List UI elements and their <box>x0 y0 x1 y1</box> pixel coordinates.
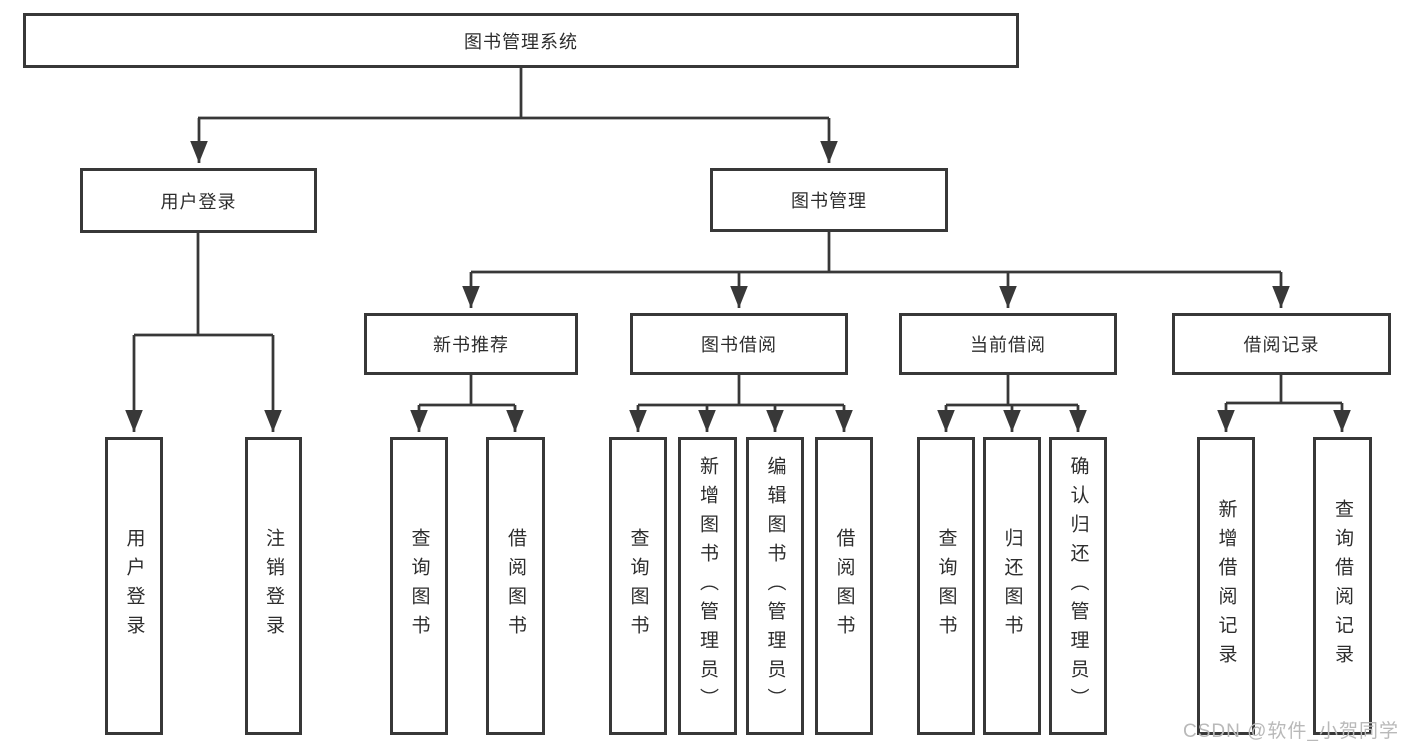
node-new-book-recommend: 新书推荐 <box>364 313 578 375</box>
leaf-add-book-admin: 新增图书（管理员） <box>678 437 737 735</box>
node-book-management: 图书管理 <box>710 168 948 232</box>
node-book-borrow: 图书借阅 <box>630 313 848 375</box>
leaf-query-books-2: 查询图书 <box>609 437 667 735</box>
node-user-login: 用户登录 <box>80 168 317 233</box>
csdn-watermark: CSDN @软件_小贺同学 <box>1183 721 1399 742</box>
leaf-borrow-books-2: 借阅图书 <box>815 437 873 735</box>
leaf-confirm-return-admin: 确认归还（管理员） <box>1049 437 1107 735</box>
leaf-add-borrow-record: 新增借阅记录 <box>1197 437 1255 735</box>
leaf-query-books-1: 查询图书 <box>390 437 448 735</box>
leaf-logout: 注销登录 <box>245 437 302 735</box>
leaf-query-books-3: 查询图书 <box>917 437 975 735</box>
node-root: 图书管理系统 <box>23 13 1019 68</box>
leaf-query-borrow-record: 查询借阅记录 <box>1313 437 1372 735</box>
leaf-edit-book-admin: 编辑图书（管理员） <box>746 437 804 735</box>
node-current-borrow: 当前借阅 <box>899 313 1117 375</box>
leaf-return-book: 归还图书 <box>983 437 1041 735</box>
leaf-borrow-books-1: 借阅图书 <box>486 437 545 735</box>
leaf-user-login: 用户登录 <box>105 437 163 735</box>
node-borrow-records: 借阅记录 <box>1172 313 1391 375</box>
